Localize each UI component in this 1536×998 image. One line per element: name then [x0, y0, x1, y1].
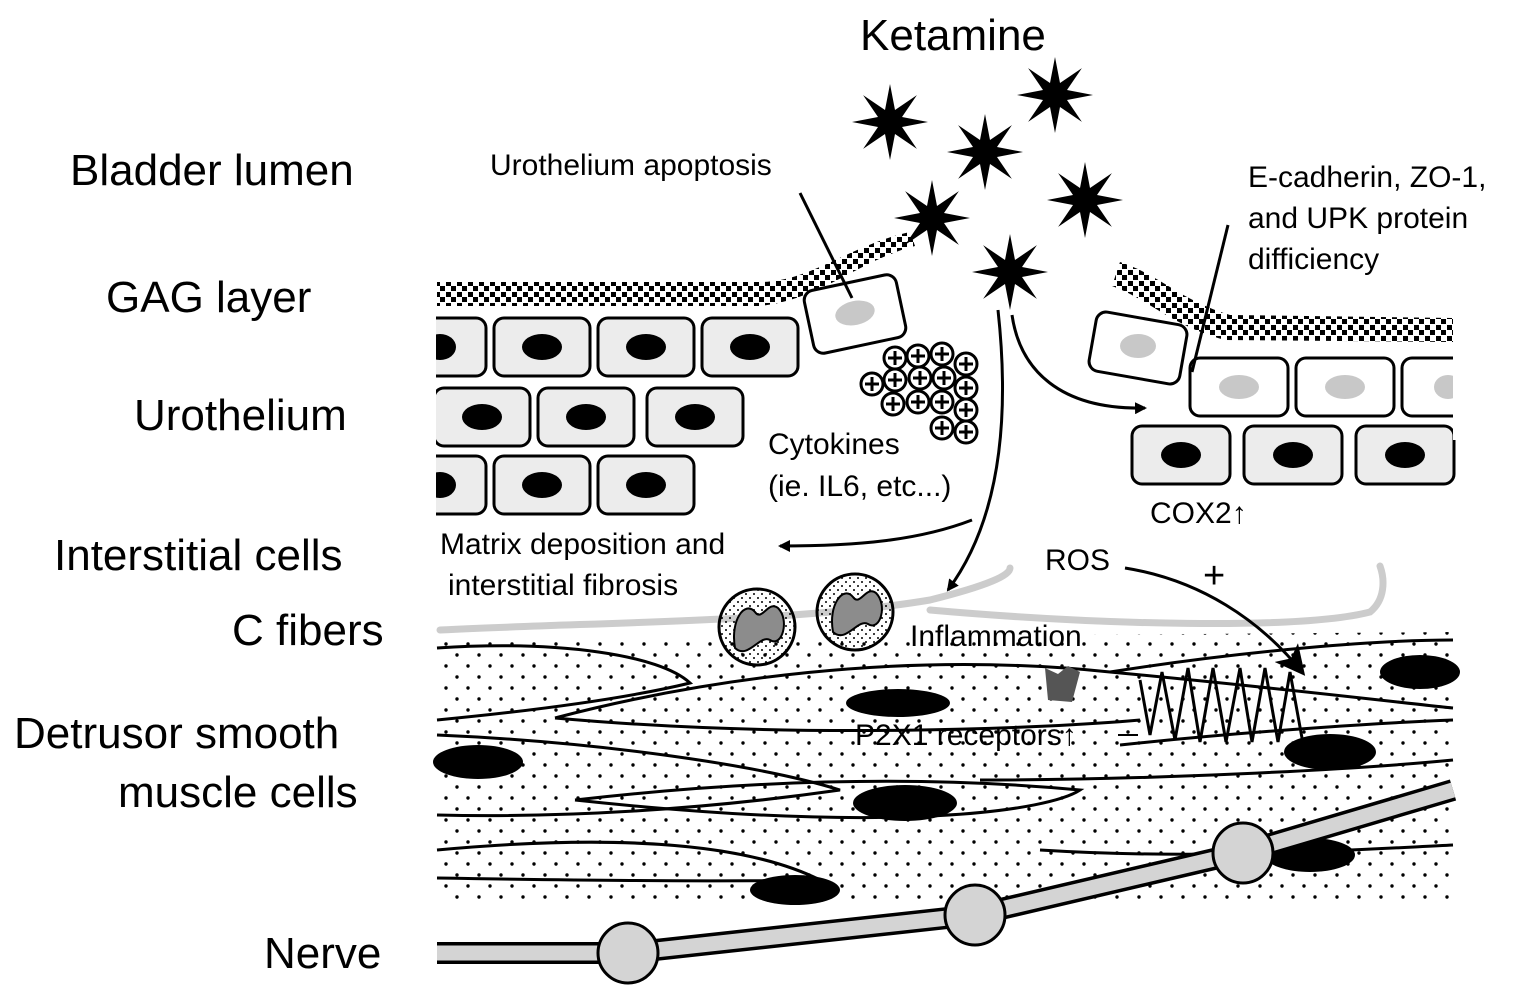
muscle-nucleus [1284, 734, 1376, 770]
cytokine-cross [937, 371, 951, 385]
cytokine-cross [888, 373, 902, 387]
arrow-to-fibrosis [778, 518, 973, 552]
ketamine-star [852, 84, 928, 160]
nerve [437, 779, 1457, 985]
label-matrix-2: interstitial fibrosis [448, 569, 678, 602]
muscle-nucleus [750, 875, 840, 905]
label-cox2: COX2↑ [1150, 497, 1247, 530]
ecadherin-leader [1190, 224, 1230, 373]
label-detrusor-line1: Detrusor smooth [14, 709, 339, 758]
nerve-node [1211, 821, 1275, 885]
cytokine-cluster [859, 341, 979, 445]
cytokine-cross [911, 395, 925, 409]
muscle-nucleus [846, 689, 950, 717]
cytokine-cross [935, 347, 949, 361]
muscle-cell-outline [979, 758, 1454, 782]
muscle-stipple [437, 632, 1453, 900]
arrow-to-inflammation [946, 309, 1005, 592]
label-ros: ROS [1045, 544, 1110, 577]
arrow-to-urothelium [1010, 314, 1147, 415]
ketamine-star [894, 180, 970, 256]
right-crop-mask [1453, 340, 1493, 440]
label-p2x1: P2X1 receptors↑ [855, 719, 1077, 752]
neutrophils [717, 572, 895, 667]
label-matrix-1: Matrix deposition and [440, 528, 725, 561]
ketamine-star [1017, 57, 1093, 133]
c-fiber-line [926, 562, 1387, 628]
cytokine-cross [935, 395, 949, 409]
urothelium-right [1087, 310, 1493, 486]
cytokine-cross [865, 377, 879, 391]
annotations: Ketamine Urothelium apoptosis E-cadherin… [440, 11, 1486, 752]
ketamine-molecules [852, 57, 1123, 310]
cytokine-cross [959, 403, 973, 417]
arrow-ros-to-muscle [1124, 566, 1306, 676]
cytokine-cross [959, 425, 973, 439]
cytokine-cross [911, 349, 925, 363]
apoptosis-leader [798, 192, 854, 299]
label-bladder-lumen: Bladder lumen [70, 146, 354, 195]
nerve-node [943, 883, 1007, 947]
arrows [778, 192, 1306, 676]
p2x1-receptor-shape [1045, 666, 1080, 702]
ketamine-star [947, 114, 1023, 190]
label-inflammation: Inflammation [910, 620, 1082, 653]
ketamine-star [972, 234, 1048, 310]
muscle-cell-outline [574, 779, 1085, 819]
label-urothelium: Urothelium [134, 391, 347, 440]
gag-layer [437, 232, 1453, 342]
cytokine-cross [888, 351, 902, 365]
urothelium-left [400, 300, 800, 530]
cytokine-cross [913, 371, 927, 385]
cytokine-cross [959, 357, 973, 371]
label-plus: + [1203, 555, 1225, 597]
detrusor-muscle-region [433, 632, 1460, 905]
muscle-cell-outline [436, 644, 694, 722]
muscle-nucleus [1380, 655, 1460, 689]
cytokine-cross [959, 381, 973, 395]
label-ecadherin-2: and UPK protein [1248, 202, 1468, 235]
label-c-fibers: C fibers [232, 606, 384, 655]
cytokine-cross [886, 397, 900, 411]
label-detrusor-line2: muscle cells [118, 768, 358, 817]
ketamine-star [1047, 162, 1123, 238]
muscle-cell-outline [436, 733, 841, 818]
label-interstitial-cells: Interstitial cells [54, 531, 343, 580]
neutrophil-nucleus [831, 590, 883, 636]
label-cytokines-2: (ie. IL6, etc...) [768, 470, 951, 503]
nerve-node [596, 921, 660, 985]
muscle-nucleus [433, 745, 523, 779]
muscle-nucleus [853, 785, 957, 821]
title-ketamine: Ketamine [860, 11, 1046, 60]
label-ecadherin-3: difficiency [1248, 243, 1379, 276]
layer-labels: Bladder lumen GAG layer Urothelium Inter… [14, 146, 384, 978]
cytokine-cross [935, 421, 949, 435]
neutrophil-nucleus [733, 605, 785, 652]
label-nerve: Nerve [264, 929, 381, 978]
gag-band-left [437, 232, 915, 306]
contraction-zigzag [1138, 667, 1304, 743]
left-crop-mask [400, 300, 436, 530]
gag-band-right [1112, 262, 1453, 342]
label-urothelium-apoptosis: Urothelium apoptosis [490, 149, 772, 182]
label-gag-layer: GAG layer [106, 273, 311, 322]
label-ecadherin-1: E-cadherin, ZO-1, [1248, 161, 1486, 194]
apoptotic-cell-left [802, 273, 908, 355]
label-cytokines-1: Cytokines [768, 428, 900, 461]
muscle-cell-outline [1109, 638, 1454, 674]
